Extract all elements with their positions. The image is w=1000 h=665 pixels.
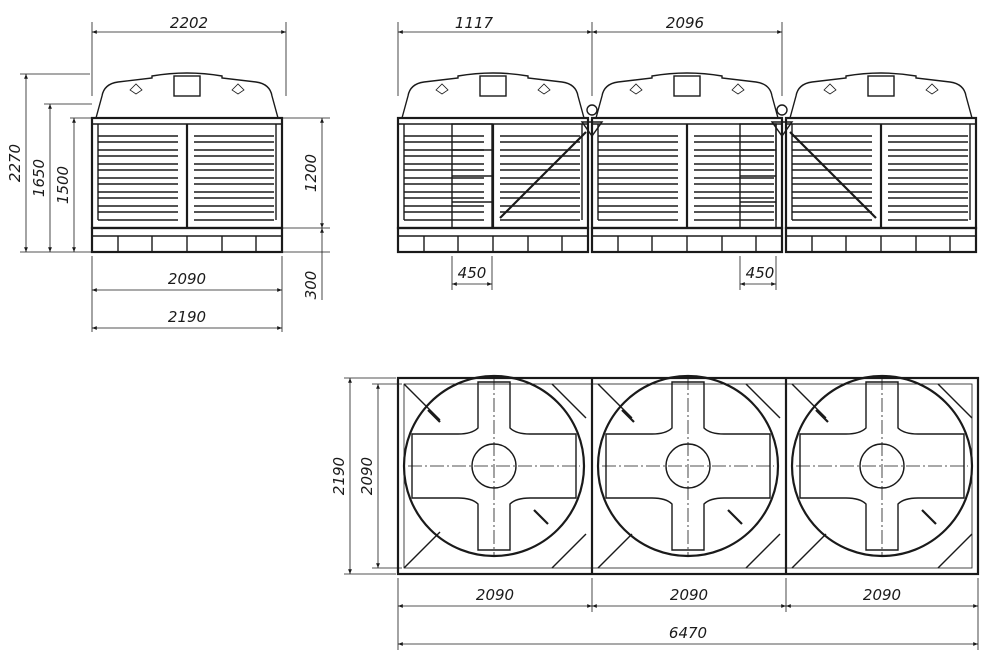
dim-front-ladder-right: 450 — [746, 264, 775, 282]
dim-side-width-inner: 2090 — [168, 270, 206, 288]
front-view: 1117 2096 450 450 — [398, 14, 976, 290]
dim-front-segment2: 2096 — [666, 14, 704, 32]
dim-front-ladder-left: 450 — [458, 264, 487, 282]
dim-side-width-outer: 2190 — [168, 308, 206, 326]
dim-plan-total: 6470 — [669, 624, 707, 642]
side-view: 2202 2270 1650 1500 1200 300 2090 2190 — [6, 14, 330, 332]
dim-side-height-mid: 1500 — [54, 166, 72, 204]
plan-view: 2190 2090 2090 2090 2090 6470 — [330, 374, 980, 650]
dim-front-segment1: 1117 — [455, 14, 494, 32]
dim-side-height-tank: 1650 — [30, 159, 48, 197]
dim-side-height-total: 2270 — [6, 144, 24, 182]
dim-side-height-frame: 1200 — [302, 154, 320, 192]
dim-side-height-base: 300 — [302, 271, 320, 300]
dim-plan-cell2: 2090 — [670, 586, 708, 604]
dim-plan-depth-inner: 2090 — [358, 457, 376, 495]
dim-side-top-width: 2202 — [170, 14, 208, 32]
dim-plan-depth-outer: 2190 — [330, 457, 348, 495]
dim-plan-cell1: 2090 — [476, 586, 514, 604]
dim-plan-cell3: 2090 — [863, 586, 901, 604]
